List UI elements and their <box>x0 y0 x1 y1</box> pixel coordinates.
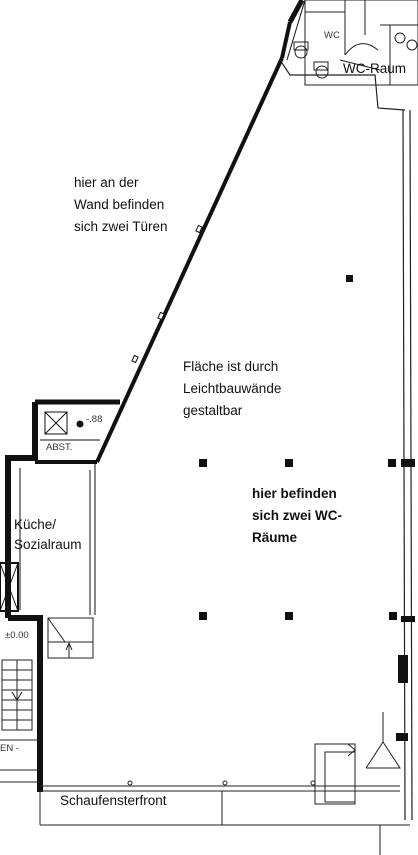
label-stair-fragment: EN - <box>0 743 19 754</box>
storefront-wall <box>39 780 410 855</box>
label-wc-small: WC <box>324 30 340 41</box>
diagonal-exterior-wall <box>95 0 306 463</box>
label-shaft: ABST. <box>46 442 73 453</box>
label-wc-rooms: hier befinden sich zwei WC- Räume <box>252 486 343 545</box>
label-wall-doors: hier an der Wand befinden sich zwei Türe… <box>74 175 168 234</box>
entrance-landing <box>47 617 94 659</box>
label-storefront: Schaufensterfront <box>60 793 167 808</box>
wc-area <box>279 0 418 111</box>
elevator-box <box>0 562 19 612</box>
door-marks <box>131 224 203 364</box>
label-kitchen: Küche/ Sozialraum <box>14 517 82 552</box>
shaft-box <box>40 411 100 441</box>
bottom-right-entrance <box>314 712 401 805</box>
label-level-b: ±0.00 <box>5 630 29 641</box>
label-level-a: -.88 <box>86 414 103 425</box>
label-flexible-area: Fläche ist durch Leichtbauwände gestaltb… <box>183 359 282 418</box>
left-walls <box>5 399 120 792</box>
columns <box>199 275 415 741</box>
stairs <box>0 659 40 783</box>
label-wc-room: WC-Raum <box>343 61 406 76</box>
